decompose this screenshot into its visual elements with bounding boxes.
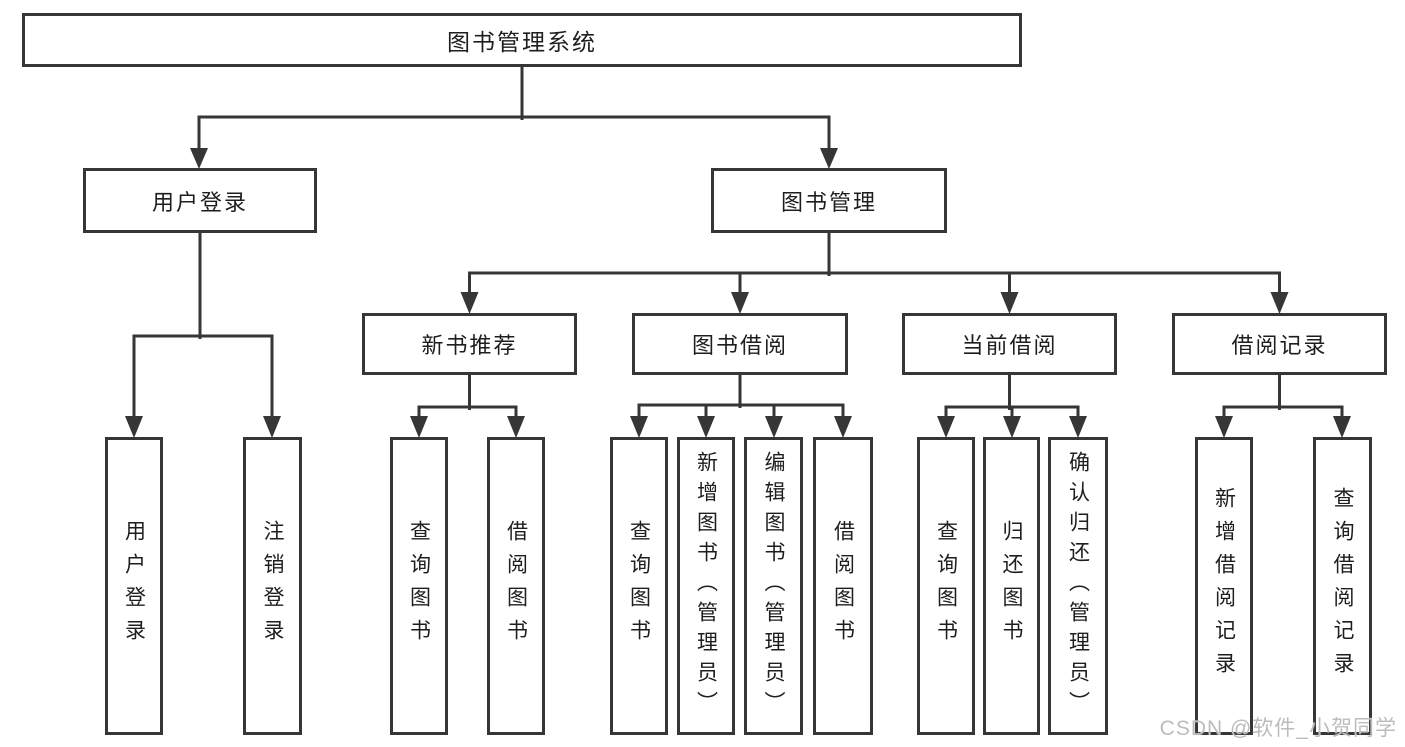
node-borrowing-records: 借阅记录 xyxy=(1172,313,1387,375)
connector-root-to-level2 xyxy=(190,64,838,169)
connector-user-login-children xyxy=(125,231,281,438)
node-new-book-recommend: 新书推荐 xyxy=(362,313,577,375)
node-add-books-admin: 新增图书（管理员） xyxy=(677,437,735,735)
node-query-books-2: 查询图书 xyxy=(610,437,668,735)
watermark: CSDN @软件_小贺同学 xyxy=(1159,717,1397,740)
node-borrow-books-2: 借阅图书 xyxy=(813,437,873,735)
node-add-borrow-record: 新增借阅记录 xyxy=(1195,437,1253,735)
connector-book-borrowing-children xyxy=(630,373,852,438)
node-confirm-return-admin: 确认归还（管理员） xyxy=(1048,437,1108,735)
node-logout-leaf: 注销登录 xyxy=(243,437,302,735)
node-current-borrowing: 当前借阅 xyxy=(902,313,1117,375)
connector-new-book-children xyxy=(410,373,525,438)
node-query-books-3: 查询图书 xyxy=(917,437,975,735)
node-borrow-books-1: 借阅图书 xyxy=(487,437,545,735)
node-user-login-leaf: 用户登录 xyxy=(105,437,163,735)
node-query-borrow-record: 查询借阅记录 xyxy=(1313,437,1372,735)
connector-current-borrowing-children xyxy=(937,373,1087,438)
node-book-management: 图书管理 xyxy=(711,168,947,233)
node-book-borrowing: 图书借阅 xyxy=(632,313,848,375)
node-return-books: 归还图书 xyxy=(983,437,1040,735)
node-query-books-1: 查询图书 xyxy=(390,437,448,735)
connector-borrowing-records-children xyxy=(1215,373,1351,438)
connector-book-management-children xyxy=(460,231,1289,314)
node-root: 图书管理系统 xyxy=(22,13,1022,67)
node-edit-books-admin: 编辑图书（管理员） xyxy=(744,437,803,735)
node-user-login: 用户登录 xyxy=(83,168,317,233)
